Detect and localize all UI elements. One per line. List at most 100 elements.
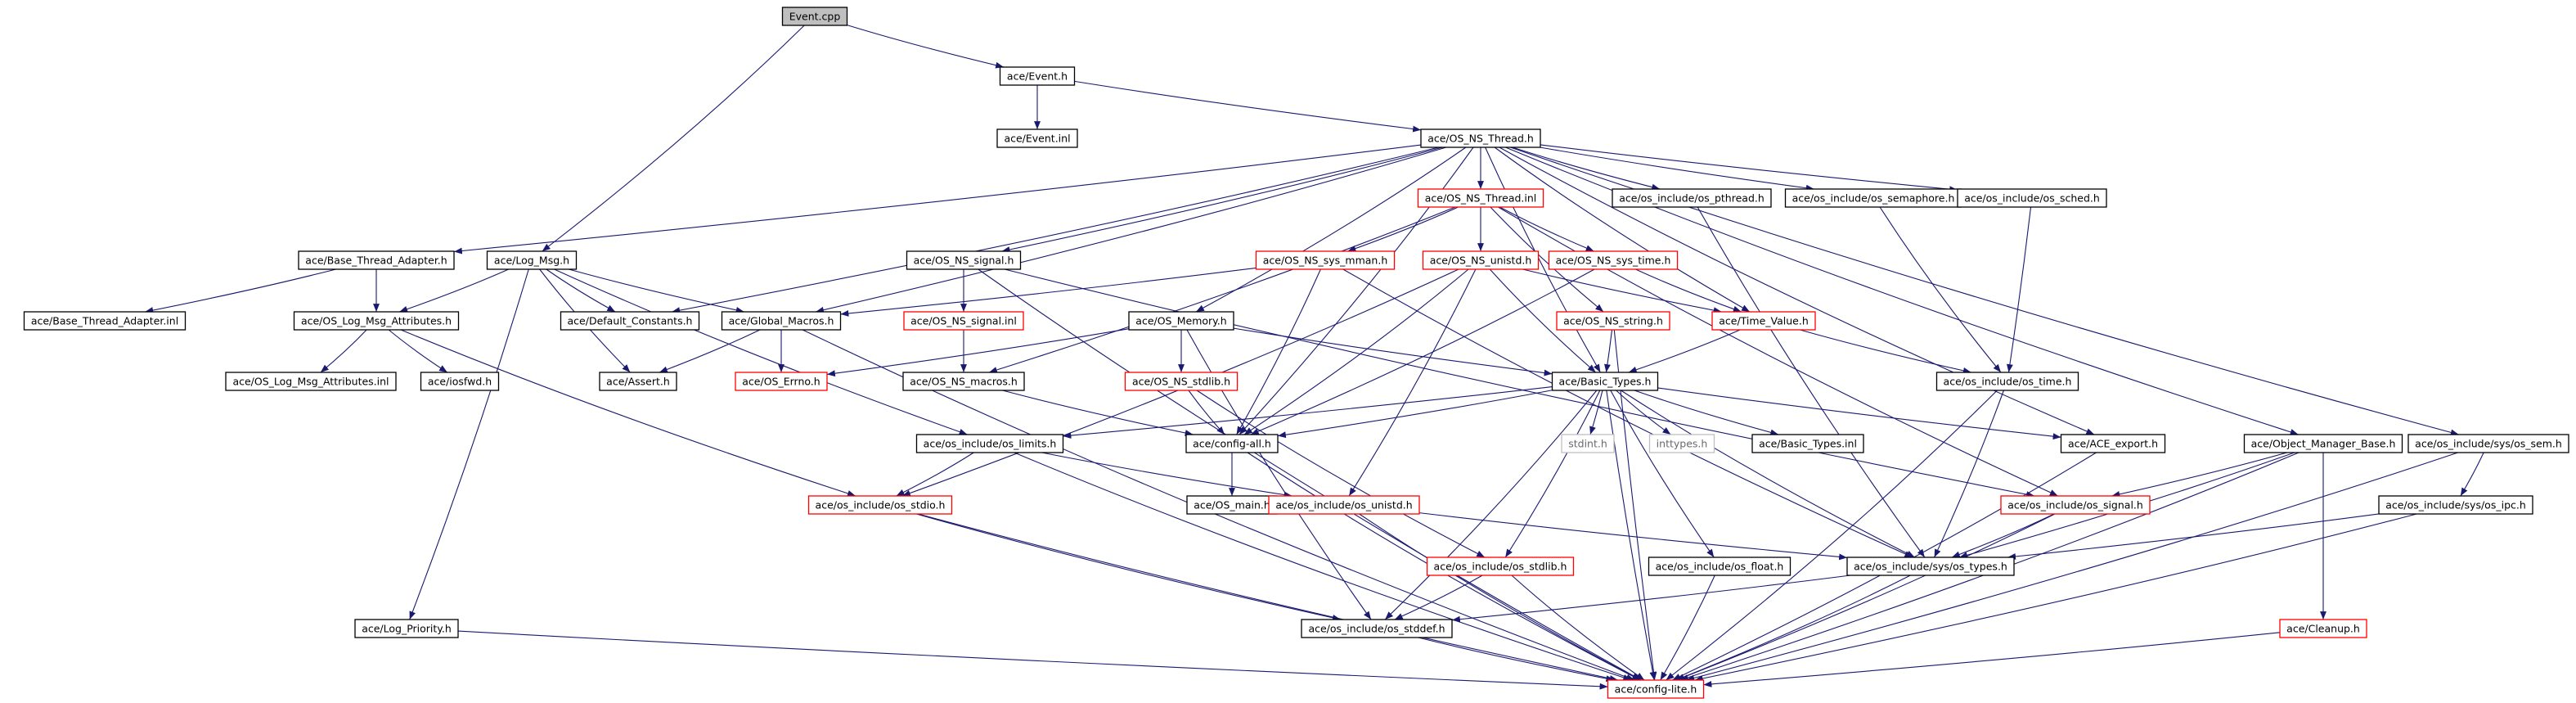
node-label: ace/os_include/os_pthread.h — [1619, 192, 1765, 205]
edge-os_ns_thread_h-to-config_all — [1239, 146, 1474, 435]
node-box — [1185, 434, 1279, 453]
node-time-value[interactable]: ace/Time_Value.h — [1711, 311, 1816, 331]
edge-layer — [145, 25, 2484, 690]
node-config-lite[interactable]: ace/config-lite.h — [1607, 679, 1705, 699]
node-box — [2407, 434, 2569, 453]
edge-os_time-to-config_lite — [1666, 390, 1998, 681]
node-basic-types-h[interactable]: ace/Basic_Types.h — [1551, 372, 1659, 391]
node-ace-export[interactable]: ace/ACE_export.h — [2060, 434, 2166, 453]
node-box — [1255, 250, 1396, 270]
node-log-msg-attr-h[interactable]: ace/OS_Log_Msg_Attributes.h — [293, 311, 460, 331]
edge-basic_types_h-to-os_stdlib — [1504, 390, 1601, 558]
edge-os_ns_signal_h-to-os_signal — [1004, 268, 2035, 498]
node-global-macros[interactable]: ace/Global_Macros.h — [721, 311, 842, 331]
node-object-manager-base[interactable]: ace/Object_Manager_Base.h — [2243, 434, 2403, 453]
edge-basic_types_h-to-os_float — [1610, 390, 1715, 558]
node-os-main[interactable]: ace/OS_main.h — [1186, 495, 1278, 515]
node-os-stddef[interactable]: ace/os_include/os_stddef.h — [1301, 619, 1453, 638]
node-os-sys-ipc[interactable]: ace/os_include/sys/os_ipc.h — [2378, 495, 2533, 515]
edge-os_sys_sem-to-config_lite — [1686, 452, 2458, 682]
node-log-msg-attr-inl[interactable]: ace/OS_Log_Msg_Attributes.inl — [225, 372, 397, 391]
node-event-h[interactable]: ace/Event.h — [999, 66, 1076, 86]
node-label: ace/OS_Log_Msg_Attributes.inl — [232, 376, 389, 388]
node-assert-h[interactable]: ace/Assert.h — [599, 372, 677, 391]
node-box — [1556, 311, 1670, 331]
edge-os_ns_thread_h-to-time_value — [1494, 146, 1751, 313]
node-os-ns-thread-inl[interactable]: ace/OS_NS_Thread.inl — [1417, 188, 1544, 208]
edge-os_stdio-to-os_stddef — [916, 513, 1341, 621]
node-os-ns-macros[interactable]: ace/OS_NS_macros.h — [902, 372, 1025, 391]
node-os-ns-stdlib[interactable]: ace/OS_NS_stdlib.h — [1124, 372, 1239, 391]
edge-os_sys_types-to-config_lite — [1675, 575, 1911, 681]
node-box — [1751, 434, 1864, 453]
edge-os_ns_thread_inl-to-os_ns_string — [1490, 206, 1604, 313]
node-os-ns-signal-h[interactable]: ace/OS_NS_signal.h — [906, 250, 1022, 270]
node-label: ace/Basic_Types.inl — [1759, 438, 1857, 450]
edge-log_priority-to-config_lite — [457, 630, 1608, 690]
node-os-semaphore[interactable]: ace/os_include/os_semaphore.h — [1784, 188, 1962, 208]
node-base-thread-adapter-h[interactable]: ace/Base_Thread_Adapter.h — [298, 250, 455, 270]
node-log-priority[interactable]: ace/Log_Priority.h — [354, 619, 459, 638]
node-os-ns-unistd[interactable]: ace/OS_NS_unistd.h — [1422, 250, 1540, 270]
edge-os_ns_thread_h-to-global_macros — [816, 146, 1446, 313]
node-basic-types-inl[interactable]: ace/Basic_Types.inl — [1751, 434, 1864, 453]
node-os-unistd[interactable]: ace/os_include/os_unistd.h — [1268, 495, 1420, 515]
node-cleanup[interactable]: ace/Cleanup.h — [2279, 619, 2367, 638]
node-event-inl[interactable]: ace/Event.inl — [996, 128, 1078, 148]
node-os-time[interactable]: ace/os_include/os_time.h — [1935, 372, 2079, 391]
node-os-ns-string[interactable]: ace/OS_NS_string.h — [1556, 311, 1670, 331]
node-os-errno[interactable]: ace/OS_Errno.h — [735, 372, 828, 391]
node-box — [1426, 557, 1575, 576]
node-iosfwd[interactable]: ace/iosfwd.h — [420, 372, 500, 391]
node-os-float[interactable]: ace/os_include/os_float.h — [1648, 557, 1792, 576]
node-os-limits[interactable]: ace/os_include/os_limits.h — [915, 434, 1064, 453]
edge-global_macros-to-assert_h — [659, 329, 761, 373]
node-os-memory[interactable]: ace/OS_Memory.h — [1128, 311, 1234, 331]
node-os-sched[interactable]: ace/os_include/os_sched.h — [1957, 188, 2107, 208]
edge-os_ns_sys_mman-to-global_macros — [840, 267, 1257, 317]
edge-os_stdlib-to-os_stddef — [1394, 575, 1483, 620]
node-box — [999, 66, 1076, 86]
node-os-ns-sys-mman[interactable]: ace/OS_NS_sys_mman.h — [1255, 250, 1396, 270]
edge-os_ns_signal_h-to-config_lite — [978, 268, 1642, 681]
edge-os_unistd-to-config_lite — [1359, 513, 1641, 681]
node-os-pthread[interactable]: ace/os_include/os_pthread.h — [1612, 188, 1772, 208]
node-label: ace/os_include/os_sched.h — [1964, 192, 2100, 205]
edge-os_stdio-to-config_lite — [918, 513, 1618, 682]
edge-os_ns_thread_h-to-os_memory — [1195, 146, 1467, 313]
edge-os_ns_sys_time-to-config_all — [1250, 268, 1595, 435]
edge-basic_types_h-to-os_limits — [1063, 385, 1553, 439]
node-box — [1648, 434, 1715, 453]
node-box — [2000, 495, 2151, 515]
edge-os_unistd-to-os_sys_types — [1418, 512, 1848, 561]
node-label: ace/Base_Thread_Adapter.h — [305, 255, 447, 267]
edge-os_ns_thread_h-to-base_thread_adapter_h — [453, 144, 1422, 255]
node-os-ns-thread-h[interactable]: ace/OS_NS_Thread.h — [1420, 128, 1541, 148]
edge-os_signal-to-os_sys_types — [1951, 513, 2055, 558]
node-default-constants[interactable]: ace/Default_Constants.h — [560, 311, 700, 331]
edge-os_stddef-to-config_lite — [1418, 637, 1615, 683]
edge-os_float-to-config_lite — [1660, 575, 1715, 681]
edge-os_sys_sem-to-os_sys_ipc — [2460, 452, 2484, 497]
node-os-ns-sys-time[interactable]: ace/OS_NS_sys_time.h — [1548, 250, 1679, 270]
node-os-stdio[interactable]: ace/os_include/os_stdio.h — [807, 495, 953, 515]
node-os-signal[interactable]: ace/os_include/os_signal.h — [2000, 495, 2151, 515]
node-box — [902, 372, 1025, 391]
edge-os_ns_thread_inl-to-os_ns_macros — [988, 206, 1456, 373]
node-os-ns-signal-inl[interactable]: ace/OS_NS_signal.inl — [903, 311, 1024, 331]
node-os-sys-types[interactable]: ace/os_include/sys/os_types.h — [1846, 557, 2015, 576]
node-os-stdlib[interactable]: ace/os_include/os_stdlib.h — [1426, 557, 1575, 576]
node-stdint: stdint.h — [1561, 434, 1615, 453]
node-box — [293, 311, 460, 331]
node-label: ace/os_include/os_float.h — [1656, 561, 1784, 573]
node-label: ace/OS_NS_unistd.h — [1430, 255, 1532, 267]
edge-os_ns_thread_inl-to-os_ns_sys_mman — [1347, 206, 1459, 252]
node-log-msg-h[interactable]: ace/Log_Msg.h — [486, 250, 578, 270]
node-config-all[interactable]: ace/config-all.h — [1185, 434, 1279, 453]
edge-os_pthread-to-os_sys_types — [1697, 206, 1926, 558]
node-base-thread-adapter-inl[interactable]: ace/Base_Thread_Adapter.inl — [23, 311, 187, 331]
node-os-sys-sem[interactable]: ace/os_include/sys/os_sem.h — [2407, 434, 2569, 453]
edge-os_ns_unistd-to-os_unistd — [1348, 268, 1477, 497]
node-box — [2060, 434, 2166, 453]
node-box — [1301, 619, 1453, 638]
